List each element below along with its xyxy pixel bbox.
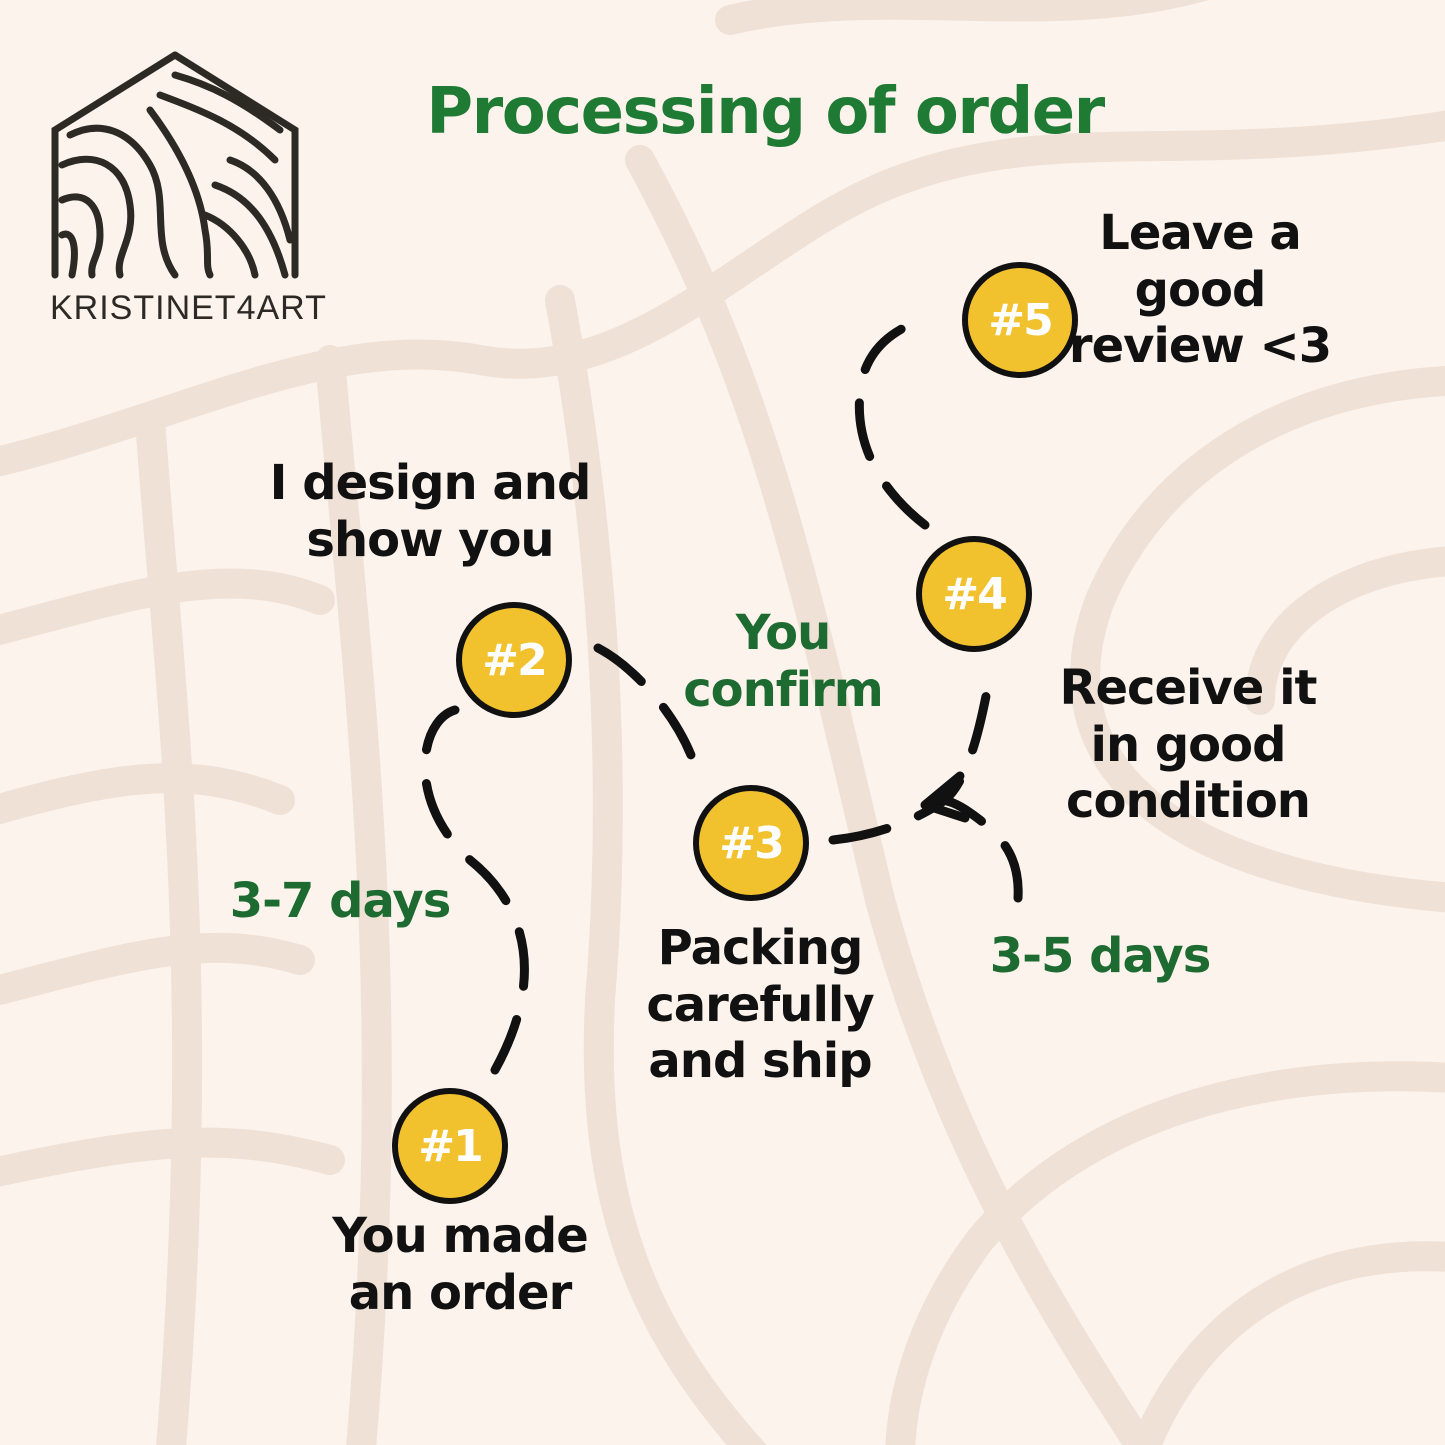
step-4-label-line: in good xyxy=(1090,716,1286,773)
kristinet4art-logo xyxy=(51,51,299,279)
step-2-label-line: show you xyxy=(306,511,554,568)
confirm-label-line: You xyxy=(735,605,832,661)
step-5-label-line: Leave a xyxy=(1099,205,1301,261)
step-5-label: Leave a good review <3 xyxy=(1030,205,1370,375)
confirm-label-line: confirm xyxy=(683,661,884,718)
step-4-label-line: Receive it xyxy=(1059,660,1318,716)
brand-name: KRISTINET4ART xyxy=(50,289,327,327)
step-1-label-line: an order xyxy=(348,1264,573,1321)
connector-2-3 xyxy=(593,643,705,790)
step-3-label-line: carefully xyxy=(646,976,874,1033)
step-5-label-line: good xyxy=(1134,261,1267,318)
connector-1-2 xyxy=(420,705,529,1075)
step-1-label: You made an order xyxy=(290,1208,630,1321)
connector-4-shipping xyxy=(935,795,1023,903)
arrow-head-icon xyxy=(920,771,970,823)
step-4-badge: #4 xyxy=(916,536,1032,652)
step-2-badge: #2 xyxy=(456,602,572,718)
confirm-label: You confirm xyxy=(633,605,933,718)
page-title: Processing of order xyxy=(426,75,1105,149)
step-3-label-line: Packing xyxy=(657,920,864,976)
step-4-label: Receive it in good condition xyxy=(1018,660,1358,830)
step-3-badge: #3 xyxy=(693,785,809,901)
step-3-label-line: and ship xyxy=(648,1033,872,1090)
shipping-duration-label: 3-5 days xyxy=(989,928,1212,984)
connector-4-5 xyxy=(854,313,935,530)
step-1-label-line: You made xyxy=(332,1208,589,1264)
design-duration-label: 3-7 days xyxy=(229,873,452,929)
step-2-label-line: I design and xyxy=(269,455,592,511)
step-2-label: I design and show you xyxy=(260,455,600,568)
step-3-label: Packing carefully and ship xyxy=(590,920,930,1090)
step-1-badge: #1 xyxy=(392,1088,508,1204)
step-5-label-line: review <3 xyxy=(1068,318,1332,375)
step-4-label-line: condition xyxy=(1066,773,1311,830)
step-5-badge: #5 xyxy=(962,262,1078,378)
